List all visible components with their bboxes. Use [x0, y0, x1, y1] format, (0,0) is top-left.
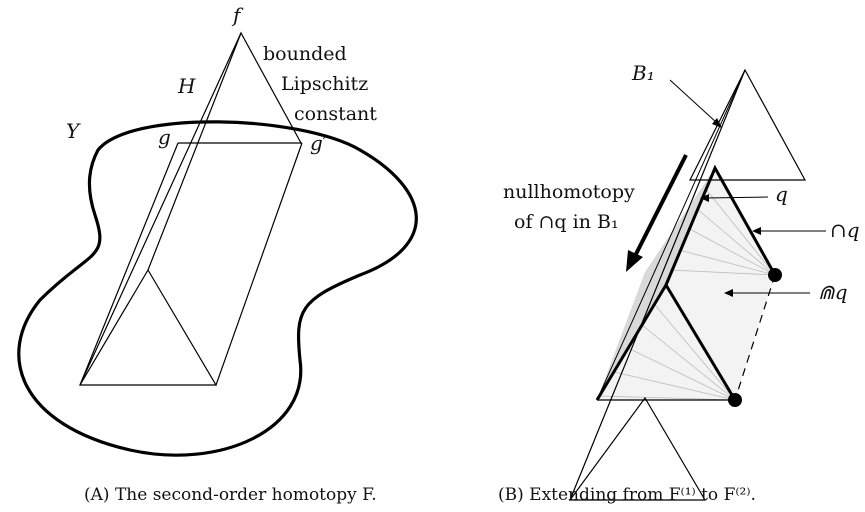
label-f: f — [231, 3, 244, 27]
q-pointer-head — [700, 194, 709, 202]
annotation-bounded: bounded — [263, 43, 347, 65]
nullhomotopy-label-line2: of ∩q in B₁ — [514, 211, 619, 233]
b1-pointer-head — [712, 118, 722, 128]
caption-a: (A) The second-order homotopy F. — [84, 485, 377, 505]
cap-q-pointer-head — [752, 227, 761, 235]
homotopy-inner-wedge — [147, 32, 242, 271]
homotopy-right-edge — [215, 142, 303, 386]
b1-pointer-line — [669, 79, 718, 124]
upper-vertex-dot — [768, 268, 782, 282]
label-cap-q: ∩q — [830, 218, 860, 242]
annotation-lipschitz: Lipschitz — [281, 73, 368, 95]
lower-vertex-dot — [728, 393, 742, 407]
left-long-edge — [569, 69, 746, 501]
dashed-connector — [734, 274, 776, 401]
triangle-bottom — [568, 396, 707, 501]
label-doublecap-q: ⋒q — [818, 280, 848, 304]
doublecap-region — [597, 168, 775, 400]
label-y: Y — [66, 119, 81, 143]
label-b1: B₁ — [631, 61, 655, 85]
nullhomotopy-strip — [597, 168, 715, 400]
label-q: q — [775, 182, 788, 206]
doublecap-pointer-head — [724, 289, 733, 297]
base-triangle — [78, 268, 218, 386]
q-pointer-line — [705, 196, 769, 199]
caption-b: (B) Extending from F⁽¹⁾ to F⁽²⁾. — [498, 485, 756, 505]
panel-b: B₁ nullhomotopy of ∩q in B₁ q ∩q ⋒q (B) … — [498, 61, 860, 505]
cap-q-upper-boundary — [664, 164, 777, 286]
cap-q-lower-boundary — [595, 282, 737, 401]
nullhomotopy-arrow-shaft — [632, 154, 688, 259]
nullhomotopy-arrow-head — [626, 250, 643, 272]
label-g: g — [158, 125, 171, 149]
region-y-outline — [17, 120, 418, 457]
label-g-prime: g′ — [310, 131, 328, 155]
panel-a: f H Y g g′ bounded Lipschitz constant (A… — [17, 3, 418, 505]
homotopy-left-edge — [79, 142, 179, 386]
nullhomotopy-label-line1: nullhomotopy — [503, 181, 635, 203]
label-h: H — [177, 74, 196, 98]
annotation-constant: constant — [294, 103, 377, 125]
